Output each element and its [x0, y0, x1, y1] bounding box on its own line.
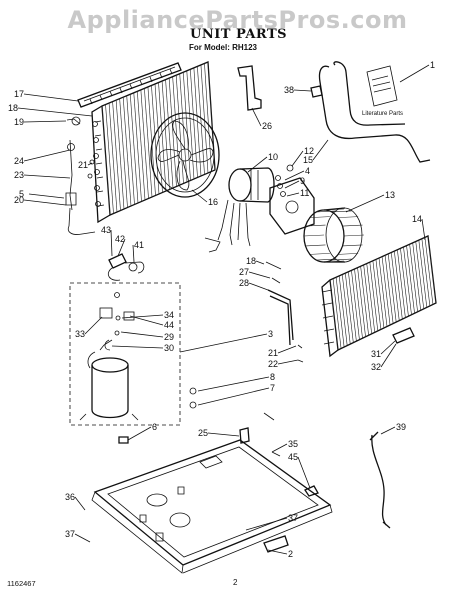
callout-9: 9 [300, 176, 305, 186]
fan-motor-part [204, 167, 275, 253]
callout-4: 4 [305, 166, 310, 176]
compressor-part [79, 292, 139, 421]
callout-29: 29 [164, 332, 174, 342]
bracket-part [237, 65, 262, 111]
callout-30: 30 [164, 343, 174, 353]
callout-6: 6 [152, 422, 157, 432]
callout-11: 11 [300, 188, 309, 198]
base-pan-part [91, 439, 333, 574]
callout-37: 37 [288, 513, 298, 523]
page-number: 2 [233, 578, 238, 587]
callout-44: 44 [164, 320, 174, 330]
literature-parts [366, 65, 398, 107]
callout-25: 25 [198, 428, 208, 438]
grommet-part [118, 436, 129, 444]
diagram-number: 1162467 [7, 579, 36, 588]
callout-38: 38 [284, 85, 294, 95]
clip-part [304, 485, 319, 497]
callout-43: 43 [101, 225, 111, 235]
screw-part [263, 412, 275, 421]
wire-harness-part [369, 431, 391, 529]
callout-22: 22 [268, 359, 278, 369]
diagram-subtitle: For Model: RH123 [189, 43, 258, 52]
condenser-fan-part [303, 207, 365, 263]
callout-36: 36 [65, 492, 75, 502]
callout-23: 23 [14, 170, 24, 180]
callout-19: 19 [14, 117, 24, 127]
support-bracket-part [263, 535, 289, 553]
bracket-part [239, 427, 250, 444]
callout-20: 20 [14, 195, 24, 205]
callout-18: 18 [8, 103, 18, 113]
callout-10: 10 [268, 152, 278, 162]
callout-42: 42 [115, 234, 125, 244]
callout-33: 33 [75, 329, 85, 339]
screw-and-tube-parts [265, 261, 304, 363]
mounting-bracket-part [392, 327, 415, 344]
callout-41: 41 [134, 240, 144, 250]
callout-45: 45 [288, 452, 298, 462]
hardware-parts [275, 164, 294, 197]
callout-7: 7 [270, 383, 275, 393]
blower-wheel-part [150, 112, 220, 198]
left-tubing-parts [65, 116, 96, 235]
motor-mount-part [269, 177, 315, 235]
callout-18: 18 [246, 256, 256, 266]
callout-37: 37 [65, 529, 75, 539]
callout-1: 1 [430, 60, 435, 70]
callout-21: 21 [268, 348, 278, 358]
callout-16: 16 [208, 197, 218, 207]
callout-15: 15 [303, 155, 313, 165]
callout-14: 14 [412, 214, 422, 224]
compressor-group-outline [69, 282, 181, 426]
callout-12: 12 [304, 146, 314, 156]
callout-31: 31 [371, 349, 381, 359]
callout-32: 32 [371, 362, 381, 372]
callout-21: 21 [78, 160, 88, 170]
watermark: AppliancePartsPros.com [67, 6, 408, 34]
literature-label: Literature Parts [362, 111, 403, 117]
callout-13: 13 [385, 190, 395, 200]
relay-parts [107, 253, 145, 281]
callout-24: 24 [14, 156, 24, 166]
evaporator-coil-part [91, 61, 216, 224]
callout-17: 17 [14, 89, 24, 99]
callout-34: 34 [164, 310, 174, 320]
refrigerant-tube-part [318, 61, 431, 163]
callout-8: 8 [270, 372, 275, 382]
washer-part [189, 401, 197, 409]
callout-39: 39 [396, 422, 406, 432]
screw-part [271, 451, 281, 457]
washer-part [189, 387, 197, 395]
callout-2: 2 [288, 549, 293, 559]
callout-28: 28 [239, 278, 249, 288]
callout-3: 3 [268, 329, 273, 339]
gasket-strip-part [77, 62, 182, 108]
condenser-coil-part [321, 235, 437, 358]
callout-26: 26 [262, 121, 272, 131]
diagram-title: UNIT PARTS [190, 27, 288, 42]
callout-5: 5 [19, 189, 24, 199]
callout-35: 35 [288, 439, 298, 449]
callout-27: 27 [239, 267, 249, 277]
